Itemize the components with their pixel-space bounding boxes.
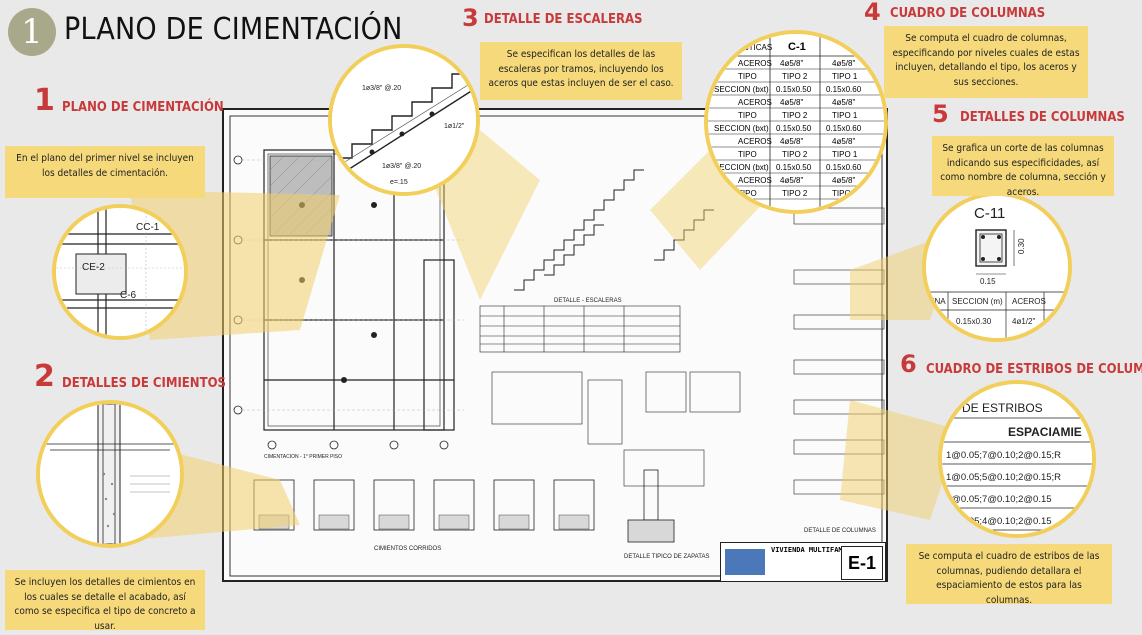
stirrups-column-header: ESPACIAMIE bbox=[1008, 425, 1082, 439]
col-table-r10-c2: TIPO 1 bbox=[832, 189, 858, 198]
column-name: C-11 bbox=[974, 205, 1005, 222]
col-table-r5-c1: 0.15x0.50 bbox=[776, 124, 812, 133]
plan-drawing-label: CIMENTACION - 1° PRIMER PISO bbox=[264, 454, 342, 460]
company-logo bbox=[725, 549, 765, 575]
col-detail-cell-3: 4ø1/2" bbox=[1012, 317, 1035, 326]
col-table-r6-c0: ACEROS bbox=[738, 137, 772, 146]
section-5-note: Se grafica un corte de las columnas indi… bbox=[932, 136, 1114, 198]
col-table-r3-c1: 4ø5/8" bbox=[780, 98, 803, 107]
zoom-column-detail-circle: C-11 0.30 0.15 UMNA SECCION (m) ACEROS 1… bbox=[922, 192, 1072, 342]
col-table-r1-c1: TIPO 2 bbox=[782, 72, 808, 81]
col-detail-header-2: SECCION (m) bbox=[952, 297, 1003, 306]
section-6-number: 6 bbox=[900, 350, 917, 378]
column-dim-h: 0.30 bbox=[1017, 238, 1026, 254]
section-2-note: Se incluyen los detalles de cimientos en… bbox=[5, 570, 205, 632]
section-4-title: CUADRO DE COLUMNAS bbox=[890, 6, 1046, 21]
section-3-note: Se especifican los detalles de las escal… bbox=[480, 42, 682, 100]
col-detail-cell-1: 1 bbox=[934, 317, 939, 326]
stairs-label-2: 1ø3/8" @.20 bbox=[382, 163, 421, 170]
col-table-r5-c2: 0.15x0.60 bbox=[826, 124, 862, 133]
section-3-number: 3 bbox=[462, 4, 479, 32]
col-table-r9-c1: 4ø5/8" bbox=[780, 176, 803, 185]
section-2-title: DETALLES DE CIMIENTOS bbox=[62, 376, 226, 391]
col-table-r3-c0: ACEROS bbox=[738, 98, 772, 107]
stirrups-row-2: 1@0.05;5@0.10;2@0.15;R bbox=[946, 472, 1061, 483]
col-table-r10-c1: TIPO 2 bbox=[782, 189, 808, 198]
col-table-r9-c0: ACEROS bbox=[738, 176, 772, 185]
col-table-r8-c2: 0.15x0.60 bbox=[826, 163, 862, 172]
stirrups-row-1: 1@0.05;7@0.10;2@0.15;R bbox=[946, 450, 1061, 461]
corridos-drawing-label: CIMIENTOS CORRIDOS bbox=[374, 546, 441, 552]
section-1-note: En el plano del primer nivel se incluyen… bbox=[5, 146, 205, 198]
stairs-label-4: 1ø1/2" bbox=[444, 123, 465, 130]
section-6-title: CUADRO DE ESTRIBOS DE COLUMNAS bbox=[926, 362, 1142, 377]
section-2-number: 2 bbox=[34, 359, 55, 394]
sheet-title-block: VIVIENDA MULTIFAMILIAR E-1 bbox=[720, 542, 886, 582]
section-1-title: PLANO DE CIMENTACIÓN bbox=[62, 100, 224, 115]
stairs-label-1: 1ø3/8" @.20 bbox=[362, 85, 401, 92]
page-title: PLANO DE CIMENTACIÓN bbox=[64, 12, 403, 47]
col-table-r2-c0: SECCION (bxt) bbox=[714, 85, 769, 94]
sheet-code: E-1 bbox=[841, 546, 883, 580]
stairs-label-3: e=.15 bbox=[390, 179, 408, 186]
stirrups-title: DE ESTRIBOS bbox=[962, 401, 1043, 415]
col-table-r0-c1: 4ø5/8" bbox=[780, 59, 803, 68]
header-number-badge: 1 bbox=[8, 8, 56, 56]
zoom-stairs-circle: 1ø3/8" @.20 1ø3/8" @.20 e=.15 1ø1/2" bbox=[328, 44, 480, 196]
col-detail-header-1: UMNA bbox=[926, 297, 946, 306]
col-table-r1-c2: TIPO 1 bbox=[832, 72, 858, 81]
section-4-note: Se computa el cuadro de columnas, especi… bbox=[884, 26, 1088, 98]
footings-drawing-label: DETALLE TIPICO DE ZAPATAS bbox=[624, 554, 709, 560]
col-detail-cell-2: 0.15x0.30 bbox=[956, 317, 992, 326]
foundation-label-2: CE-2 bbox=[82, 262, 105, 273]
col-table-r7-c0: TIPO bbox=[738, 150, 757, 159]
col-table-r6-c1: 4ø5/8" bbox=[780, 137, 803, 146]
section-6-note: Se computa el cuadro de estribos de las … bbox=[906, 544, 1112, 606]
zoom-column-table-circle: ERISTICAS C-1 ACEROS 4ø5/8" 4ø5/8" TIPO … bbox=[704, 30, 888, 214]
col-table-header-1: ERISTICAS bbox=[730, 43, 772, 52]
col-table-r0-c2: 4ø5/8" bbox=[832, 59, 855, 68]
zoom-footing-circle bbox=[36, 400, 184, 548]
foundation-label-3: C-6 bbox=[120, 290, 137, 301]
column-dim-b: 0.15 bbox=[980, 277, 996, 286]
col-table-r9-c2: 4ø5/8" bbox=[832, 176, 855, 185]
col-table-r4-c1: TIPO 2 bbox=[782, 111, 808, 120]
project-name: VIVIENDA MULTIFAMILIAR bbox=[771, 546, 864, 554]
section-5-title: DETALLES DE COLUMNAS bbox=[960, 110, 1125, 125]
stirrups-row-4: 1@0.05;4@0.10;2@0.15 bbox=[946, 516, 1052, 527]
stirrups-row-3: 1@0.05;7@0.10;2@0.15 bbox=[946, 494, 1052, 505]
col-table-r4-c0: TIPO bbox=[738, 111, 757, 120]
section-3-title: DETALLE DE ESCALERAS bbox=[484, 12, 643, 27]
section-4-number: 4 bbox=[864, 0, 881, 26]
section-5-number: 5 bbox=[932, 100, 949, 128]
col-table-r8-c1: 0.15x0.50 bbox=[776, 163, 812, 172]
col-table-r10-c0: TIPO bbox=[738, 189, 757, 198]
col-table-r7-c2: TIPO 1 bbox=[832, 150, 858, 159]
col-table-r7-c1: TIPO 2 bbox=[782, 150, 808, 159]
columns-drawing-label: DETALLE DE COLUMNAS bbox=[804, 528, 876, 534]
col-table-r5-c0: SECCION (bxt) bbox=[714, 124, 769, 133]
foundation-label-1: CC-1 bbox=[136, 222, 160, 233]
col-table-r4-c2: TIPO 1 bbox=[832, 111, 858, 120]
col-table-r2-c2: 0.15x0.60 bbox=[826, 85, 862, 94]
col-table-r6-c2: 4ø5/8" bbox=[832, 137, 855, 146]
section-1-number: 1 bbox=[34, 83, 55, 118]
col-table-r8-c0: SECCION (bxt) bbox=[714, 163, 769, 172]
col-table-r0-c0: ACEROS bbox=[738, 59, 772, 68]
col-table-r2-c1: 0.15x0.50 bbox=[776, 85, 812, 94]
col-table-header-2: C-1 bbox=[788, 41, 806, 53]
zoom-foundation-circle: CC-1 CE-2 C-6 bbox=[52, 204, 188, 340]
col-table-r1-c0: TIPO bbox=[738, 72, 757, 81]
zoom-stirrups-circle: DE ESTRIBOS ESPACIAMIE 1@0.05;7@0.10;2@0… bbox=[938, 380, 1096, 538]
col-detail-header-3: ACEROS bbox=[1012, 297, 1046, 306]
col-table-r3-c2: 4ø5/8" bbox=[832, 98, 855, 107]
stairs-drawing-label: DETALLE - ESCALERAS bbox=[554, 298, 622, 304]
